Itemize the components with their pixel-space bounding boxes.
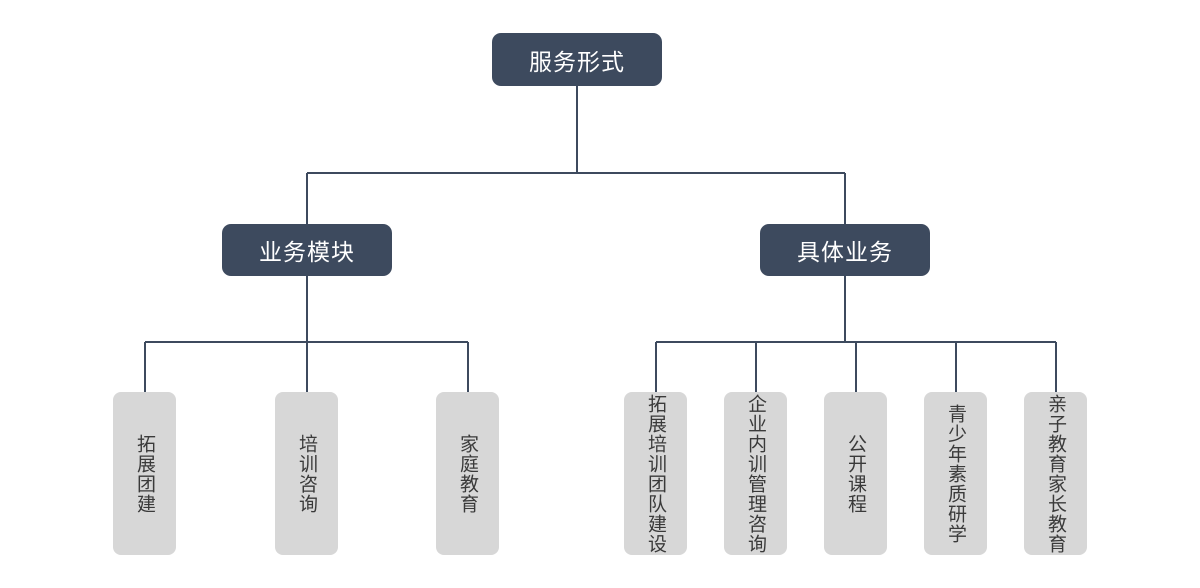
leaf-node: 公开课程	[824, 392, 887, 555]
leaf-node: 亲子教育家长教育	[1024, 392, 1087, 555]
leaf-node: 拓展培训团队建设	[624, 392, 687, 555]
branch-node-business-modules: 业务模块	[222, 224, 392, 276]
leaf-node: 培训咨询	[275, 392, 338, 555]
leaf-node: 青少年素质研学	[924, 392, 987, 555]
leaf-label: 企业内训管理咨询	[745, 393, 767, 554]
leaf-label: 公开课程	[845, 433, 867, 514]
leaf-node: 拓展团建	[113, 392, 176, 555]
branch-node-label: 业务模块	[259, 240, 355, 266]
connector-root-to-branches	[306, 86, 846, 224]
root-node: 服务形式	[492, 33, 662, 86]
leaf-node: 企业内训管理咨询	[724, 392, 787, 555]
branch-node-specific-services: 具体业务	[760, 224, 930, 276]
root-node-label: 服务形式	[529, 49, 625, 76]
connector-left-branch	[144, 276, 469, 392]
leaf-label: 青少年素质研学	[945, 403, 967, 544]
leaf-label: 亲子教育家长教育	[1045, 393, 1067, 554]
leaf-label: 拓展团建	[134, 433, 156, 514]
leaf-label: 家庭教育	[457, 433, 479, 514]
connector-right-branch	[655, 276, 1057, 392]
branch-node-label: 具体业务	[797, 240, 893, 266]
leaf-node: 家庭教育	[436, 392, 499, 555]
leaf-label: 拓展培训团队建设	[645, 393, 667, 554]
leaf-label: 培训咨询	[296, 433, 318, 514]
